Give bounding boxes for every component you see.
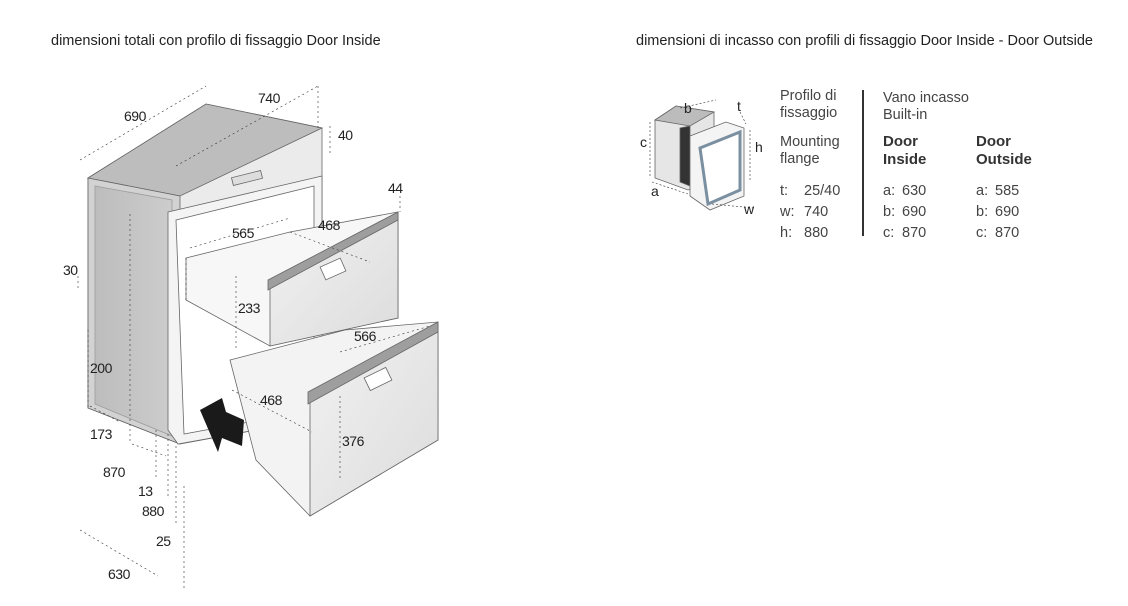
- profile-heading-en-line2: flange: [780, 151, 820, 167]
- outside-key: a:: [976, 183, 989, 199]
- profile-val: 740: [804, 204, 829, 220]
- dim-173: 173: [90, 426, 113, 442]
- vano-heading-it: Vano incasso: [883, 90, 969, 106]
- table-divider: [862, 90, 864, 236]
- lower-drawer: [229, 321, 439, 517]
- dim-468-lower: 468: [260, 392, 283, 408]
- profile-heading-en: Mounting flange: [780, 134, 840, 168]
- outside-val: 870: [995, 225, 1020, 241]
- vano-heading-en: Built-in: [883, 107, 928, 123]
- inside-value-row: c: 870: [883, 223, 926, 244]
- dim-44: 44: [388, 180, 403, 196]
- label-h: h: [755, 139, 762, 155]
- dim-25: 25: [156, 533, 171, 549]
- outside-value-row: c: 870: [976, 223, 1019, 244]
- outside-value-row: a: 585: [976, 181, 1019, 202]
- dimension-labels: 690 740 40 44 565 468 233 566 30 200 468…: [63, 90, 404, 582]
- profile-values: t: 25/40 w: 740 h: 880: [780, 181, 840, 244]
- dim-376: 376: [342, 433, 365, 449]
- door-outside-line2: Outside: [976, 151, 1032, 168]
- dim-870: 870: [103, 464, 126, 480]
- dim-630: 630: [108, 566, 131, 582]
- dim-880: 880: [142, 503, 165, 519]
- inside-val: 870: [902, 225, 927, 241]
- label-w: w: [743, 201, 755, 217]
- outside-key: c:: [976, 225, 988, 241]
- dim-40: 40: [338, 127, 353, 143]
- profile-heading-it-line1: Profilo di: [780, 88, 837, 104]
- label-a: a: [651, 183, 659, 199]
- profile-val: 880: [804, 225, 829, 241]
- title-built-in-dimensions: dimensioni di incasso con profili di fis…: [636, 33, 1093, 49]
- outside-values: a: 585 b: 690 c: 870: [976, 181, 1019, 244]
- label-c: c: [640, 134, 647, 150]
- label-t: t: [737, 98, 741, 114]
- profile-key: t:: [780, 183, 789, 199]
- inside-values: a: 630 b: 690 c: 870: [883, 181, 926, 244]
- dim-233: 233: [238, 300, 261, 316]
- title-overall-dimensions: dimensioni totali con profilo di fissagg…: [51, 33, 381, 49]
- door-outside-line1: Door: [976, 133, 1011, 150]
- dim-468-upper: 468: [318, 217, 341, 233]
- door-inside-heading: Door Inside: [883, 133, 926, 169]
- dim-740: 740: [258, 90, 281, 106]
- dim-30: 30: [63, 262, 78, 278]
- inside-val: 630: [902, 183, 927, 199]
- outside-val: 690: [995, 204, 1020, 220]
- profile-heading-it: Profilo di fissaggio: [780, 88, 837, 122]
- dimension-lines: [77, 85, 431, 590]
- profile-value-row: t: 25/40: [780, 181, 840, 202]
- dim-200: 200: [90, 360, 113, 376]
- profile-value-row: w: 740: [780, 202, 840, 223]
- label-b: b: [684, 100, 692, 116]
- profile-key: h:: [780, 225, 793, 241]
- dim-566: 566: [354, 328, 377, 344]
- profile-heading-en-line1: Mounting: [780, 134, 840, 150]
- outside-val: 585: [995, 183, 1020, 199]
- dim-690: 690: [124, 108, 147, 124]
- profile-val: 25/40: [804, 183, 841, 199]
- dim-565: 565: [232, 225, 255, 241]
- inside-val: 690: [902, 204, 927, 220]
- profile-key: w:: [780, 204, 795, 220]
- profile-value-row: h: 880: [780, 223, 840, 244]
- outside-key: b:: [976, 204, 989, 220]
- door-inside-line1: Door: [883, 133, 918, 150]
- insertion-arrow: [200, 398, 244, 452]
- door-inside-line2: Inside: [883, 151, 927, 168]
- inside-key: a:: [883, 183, 896, 199]
- profile-heading-it-line2: fissaggio: [780, 105, 838, 121]
- inside-value-row: a: 630: [883, 181, 926, 202]
- inside-key: b:: [883, 204, 896, 220]
- inside-value-row: b: 690: [883, 202, 926, 223]
- inside-key: c:: [883, 225, 895, 241]
- outside-value-row: b: 690: [976, 202, 1019, 223]
- built-in-diagram: [649, 99, 755, 211]
- dim-13: 13: [138, 483, 153, 499]
- built-in-labels: b t c h a w: [640, 98, 763, 217]
- door-outside-heading: Door Outside: [976, 133, 1032, 169]
- vano-heading: Vano incasso Built-in: [883, 90, 969, 124]
